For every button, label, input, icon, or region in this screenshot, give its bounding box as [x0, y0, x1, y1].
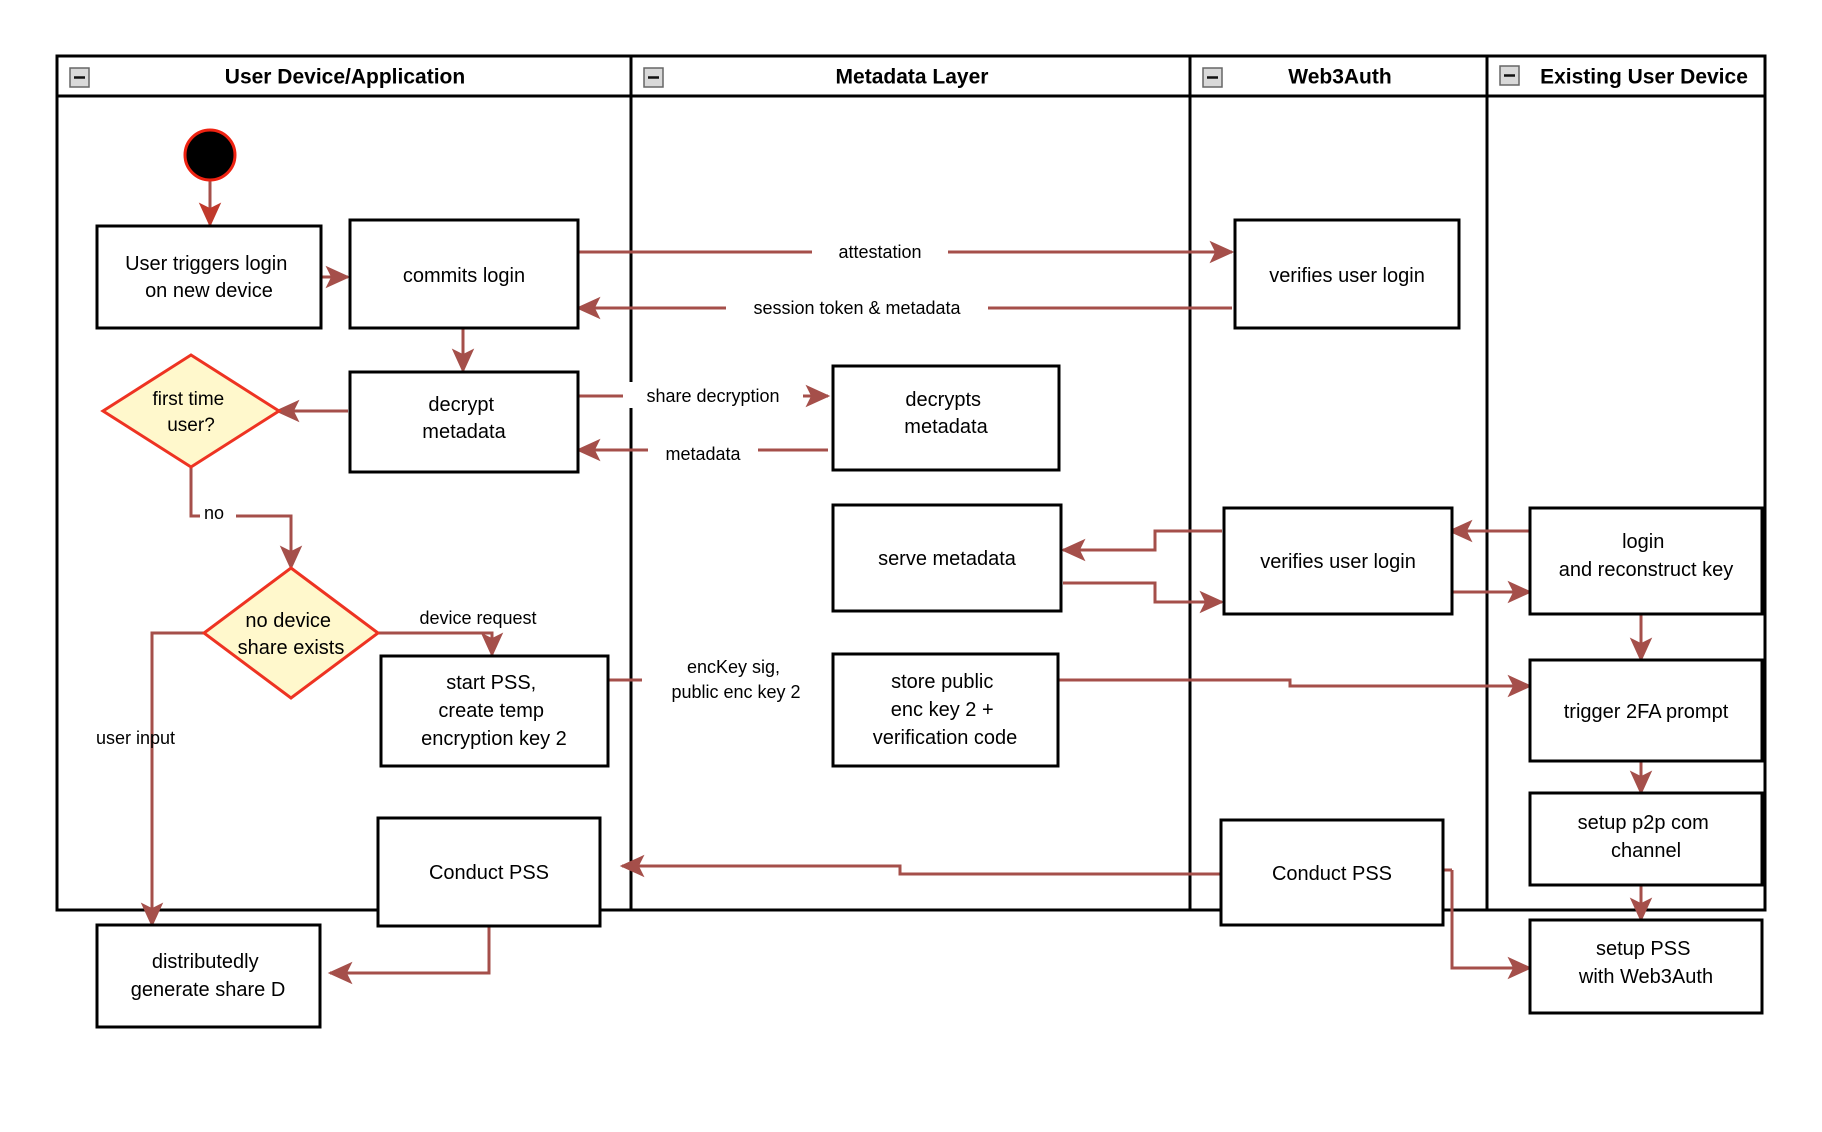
edge-label-bg-enckey-sig [642, 653, 830, 707]
node-no-device-share-exists-decision[interactable] [201, 566, 381, 700]
node-first-time-user-decision[interactable] [100, 353, 282, 469]
edge-label-metadata: metadata [665, 444, 741, 464]
edge-label-bg-session-token [726, 294, 988, 320]
node-label-verifies-user-login-2: verifies user login [1260, 551, 1416, 573]
node-label-conduct-pss-user: Conduct PSS [429, 862, 549, 884]
node-label-user-triggers-login: User triggers login on new device [125, 253, 293, 302]
node-label-distributedly-generate-share-d: distributedly generate share D [131, 951, 286, 1001]
node-label-decrypt-metadata: decrypt metadata [422, 394, 506, 443]
lane-collapse-icon-metadata[interactable] [643, 67, 664, 88]
node-label-login-and-reconstruct-key: login and reconstruct key [1559, 531, 1734, 581]
node-label-start-pss-create-temp-key: start PSS, create temp encryption key 2 [421, 672, 567, 750]
lane-collapse-icon-existing-device[interactable] [1499, 65, 1520, 86]
node-decrypt-metadata[interactable] [348, 370, 580, 474]
lane-header-metadata: Metadata Layer [836, 66, 989, 89]
node-label-setup-pss-with-web3auth: setup PSS with Web3Auth [1578, 938, 1713, 988]
edge-device-request [376, 631, 504, 658]
node-label-decrypts-metadata: decrypts metadata [904, 389, 988, 438]
node-serve-metadata[interactable] [831, 503, 1063, 613]
node-distributedly-generate-share-d[interactable] [95, 923, 322, 1029]
node-label-verifies-user-login-1: verifies user login [1269, 265, 1425, 287]
edge-user-input [140, 631, 206, 928]
lane-header-web3auth: Web3Auth [1288, 66, 1391, 89]
lane-header-existing-device: Existing User Device [1540, 66, 1748, 89]
node-label-serve-metadata: serve metadata [878, 548, 1017, 570]
node-label-conduct-pss-web3auth: Conduct PSS [1272, 863, 1392, 885]
node-conduct-pss-web3auth[interactable] [1219, 818, 1445, 927]
edge-label-session-token: session token & metadata [753, 298, 961, 318]
lane-collapse-icon-user-device[interactable] [69, 67, 90, 88]
edge-label-no: no [204, 503, 224, 523]
node-conduct-pss-user[interactable] [376, 816, 602, 928]
node-label-setup-p2p-com-channel: setup p2p com channel [1578, 812, 1715, 862]
edge-label-bg-no [200, 500, 236, 524]
lane-collapse-icon-web3auth[interactable] [1202, 67, 1223, 88]
edge-conduct-pss-web3auth-to-user [619, 854, 1222, 878]
lane-header-user-device: User Device/Application [225, 66, 465, 89]
node-label-trigger-2fa-prompt: trigger 2FA prompt [1564, 701, 1729, 723]
node-label-store-public-enc-key: store public enc key 2 + verification co… [873, 671, 1018, 749]
node-trigger-2fa-prompt[interactable] [1528, 658, 1764, 763]
edge-serve-metadata-to-verifies2 [1063, 581, 1225, 614]
edge-label-bg-attestation [812, 238, 948, 264]
node-decrypts-metadata[interactable] [831, 364, 1061, 472]
edge-conduct-pss-junction-to-setup-pss [1450, 870, 1533, 980]
edge-label-bg-metadata [648, 440, 758, 466]
edge-label-device-request: device request [419, 608, 536, 628]
edge-verifies2-to-serve-metadata [1060, 529, 1222, 562]
node-setup-pss-with-web3auth[interactable] [1528, 918, 1764, 1015]
node-login-and-reconstruct-key[interactable] [1528, 506, 1764, 616]
edge-store-key-to-2fa [1058, 674, 1533, 698]
node-label-commits-login: commits login [403, 265, 525, 287]
node-verifies-user-login-2[interactable] [1222, 506, 1454, 616]
node-label-first-time-user: first time user? [152, 389, 229, 436]
node-start-pss-create-temp-key[interactable] [379, 654, 610, 768]
edge-label-user-input: user input [96, 728, 175, 748]
swimlane-frame [55, 54, 1767, 912]
edge-conduct-pss-to-generate-share [327, 925, 491, 985]
edge-no-branch [189, 466, 303, 571]
edge-label-attestation: attestation [838, 242, 921, 262]
node-commits-login[interactable] [348, 218, 580, 330]
start-node [183, 128, 237, 182]
edge-label-share-decryption: share decryption [646, 386, 779, 406]
edge-label-bg-share-decryption [623, 382, 803, 408]
node-user-triggers-login[interactable] [95, 224, 323, 330]
node-label-no-device-share-exists: no device share exists [238, 610, 345, 659]
node-store-public-enc-key[interactable] [831, 652, 1060, 768]
node-setup-p2p-com-channel[interactable] [1528, 791, 1764, 887]
node-verifies-user-login-1[interactable] [1233, 218, 1461, 330]
edge-label-enckey-sig: encKey sig, public enc key 2 [671, 657, 800, 702]
